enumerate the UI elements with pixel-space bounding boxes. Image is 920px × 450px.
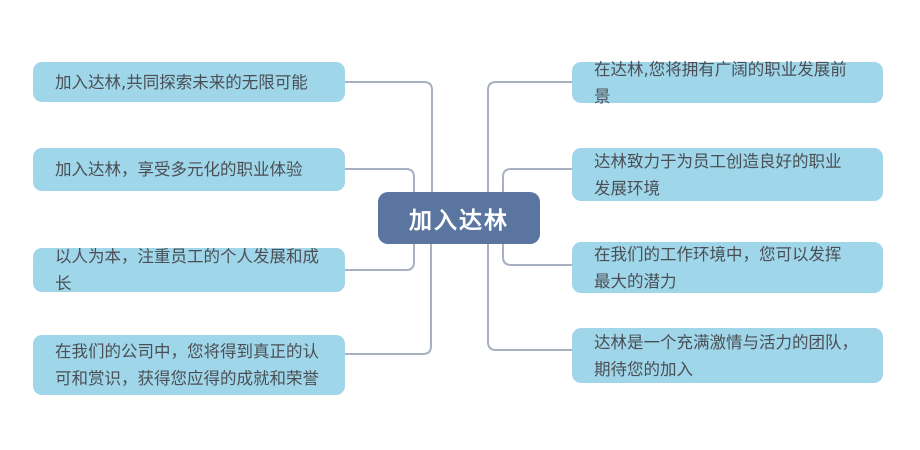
branch-label: 以人为本，注重员工的个人发展和成长: [55, 247, 319, 293]
branch-label: 在我们的工作环境中，您可以发挥 最大的潜力: [594, 244, 842, 291]
branch-label: 在我们的公司中，您将得到真正的认 可和赏识，获得您应得的成就和荣誉: [55, 342, 319, 388]
connector-right-2: [502, 168, 572, 192]
connector-right-3: [502, 244, 572, 266]
branch-label: 在达林,您将拥有广阔的职业发展前景: [594, 59, 847, 106]
connector-left-4: [345, 244, 432, 355]
branch-node-right-3[interactable]: 在我们的工作环境中，您可以发挥 最大的潜力: [572, 242, 883, 293]
connector-left-1: [345, 81, 433, 192]
branch-label: 加入达林，享受多元化的职业体验: [55, 160, 303, 179]
branch-node-left-2[interactable]: 加入达林，享受多元化的职业体验: [33, 148, 345, 191]
branch-node-right-1[interactable]: 在达林,您将拥有广阔的职业发展前景: [572, 60, 883, 106]
root-node[interactable]: 加入达林: [378, 192, 540, 244]
branch-node-left-4[interactable]: 在我们的公司中，您将得到真正的认 可和赏识，获得您应得的成就和荣誉: [33, 335, 345, 395]
branch-label: 加入达林,共同探索未来的无限可能: [55, 72, 308, 92]
connector-right-4: [487, 244, 572, 351]
branch-node-left-3[interactable]: 以人为本，注重员工的个人发展和成长: [33, 247, 345, 293]
branch-node-right-4[interactable]: 达林是一个充满激情与活力的团队， 期待您的加入: [572, 328, 883, 383]
branch-label: 达林是一个充满激情与活力的团队， 期待您的加入: [594, 332, 858, 379]
branch-label: 达林致力于为员工创造良好的职业 发展环境: [594, 151, 842, 198]
connector-left-3: [345, 244, 415, 271]
root-label: 加入达林: [409, 208, 509, 234]
connector-right-1: [487, 81, 572, 192]
connector-left-2: [345, 168, 415, 192]
branch-node-left-1[interactable]: 加入达林,共同探索未来的无限可能: [33, 62, 345, 102]
branch-node-right-2[interactable]: 达林致力于为员工创造良好的职业 发展环境: [572, 148, 883, 201]
